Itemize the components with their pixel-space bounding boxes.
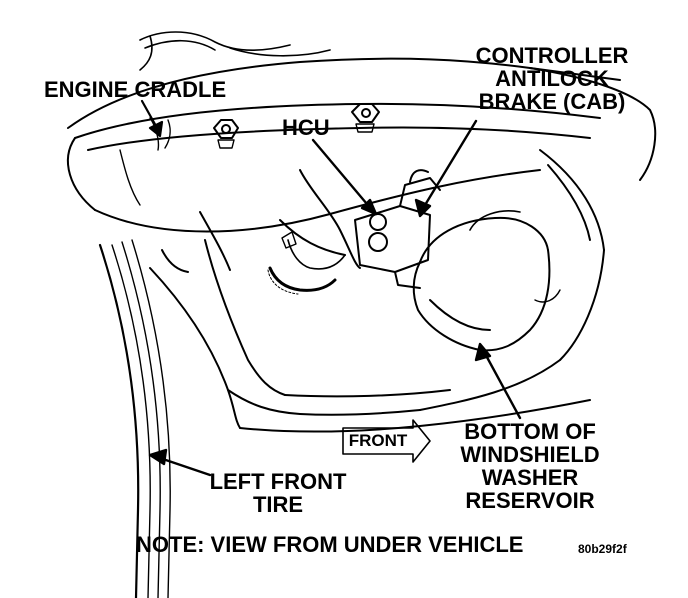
tire-label-line-1: LEFT FRONT (209, 469, 347, 494)
hcu-leader (311, 138, 378, 216)
reservoir-leader (474, 342, 522, 420)
engine-cradle-leader (140, 99, 164, 138)
engine-cradle-label: ENGINE CRADLE (44, 77, 227, 102)
controller-label-line-1: CONTROLLER (475, 43, 629, 68)
reservoir-label-line-2: WINDSHIELD (460, 442, 600, 467)
cab-leader (414, 119, 478, 218)
splash-shield (149, 211, 591, 433)
view-note: NOTE: VIEW FROM UNDER VEHICLE (136, 532, 524, 557)
controller-label-line-3: BRAKE (CAB) (478, 89, 626, 114)
tire-label: LEFT FRONT TIRE (198, 470, 358, 516)
controller-label: CONTROLLER ANTILOCK BRAKE (CAB) (462, 44, 642, 113)
body-panel-right (419, 67, 657, 411)
reservoir-label-line-4: RESERVOIR (465, 488, 595, 513)
brake-line (267, 231, 346, 295)
cradle-bolt-left (213, 119, 239, 149)
hcu-assembly (279, 169, 441, 289)
reservoir-label: BOTTOM OF WINDSHIELD WASHER RESERVOIR (440, 420, 620, 512)
figure-code: 80b29f2f (578, 542, 627, 556)
tire-label-line-2: TIRE (252, 492, 304, 517)
left-front-tire (98, 239, 171, 598)
washer-reservoir (412, 210, 561, 352)
tire-leader (148, 448, 212, 477)
cradle-bolt-right (351, 103, 380, 133)
reservoir-label-line-3: WASHER (481, 465, 579, 490)
wiring-harness (139, 31, 331, 71)
front-label: FRONT (348, 431, 408, 450)
controller-label-line-2: ANTILOCK (495, 66, 609, 91)
hcu-label: HCU (282, 115, 330, 140)
front-direction-arrow (342, 419, 431, 463)
reservoir-label-line-1: BOTTOM OF (464, 419, 596, 444)
